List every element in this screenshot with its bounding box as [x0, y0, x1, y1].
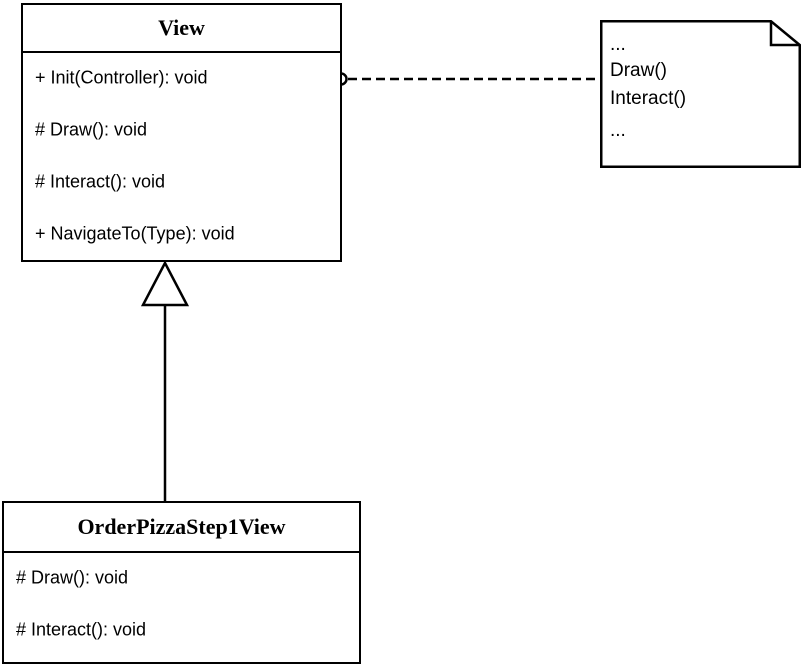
class-member: # Draw(): void	[35, 119, 148, 140]
class-member: # Interact(): void	[16, 619, 147, 640]
note-line: ...	[610, 120, 626, 141]
class-member: + NavigateTo(Type): void	[35, 223, 235, 244]
class-member: # Interact(): void	[35, 171, 166, 192]
class-box-view[interactable]: View + Init(Controller): void # Draw(): …	[21, 3, 342, 262]
note-line: ...	[610, 34, 626, 55]
hollow-triangle-arrowhead-icon	[140, 260, 190, 307]
class-title-orderpizzastep1view: OrderPizzaStep1View	[4, 503, 359, 553]
note-outline-icon	[600, 20, 801, 168]
class-member: + Init(Controller): void	[35, 67, 208, 88]
note-shape[interactable]: ... Draw() Interact() ...	[600, 20, 801, 168]
note-line: Draw()	[610, 60, 667, 81]
class-title-view: View	[23, 5, 340, 53]
class-member: # Draw(): void	[16, 567, 129, 588]
class-box-orderpizzastep1view[interactable]: OrderPizzaStep1View # Draw(): void # Int…	[2, 501, 361, 664]
class-members-view: + Init(Controller): void # Draw(): void …	[23, 53, 340, 260]
class-members-orderpizzastep1view: # Draw(): void # Interact(): void	[4, 553, 359, 662]
note-line: Interact()	[610, 88, 687, 109]
